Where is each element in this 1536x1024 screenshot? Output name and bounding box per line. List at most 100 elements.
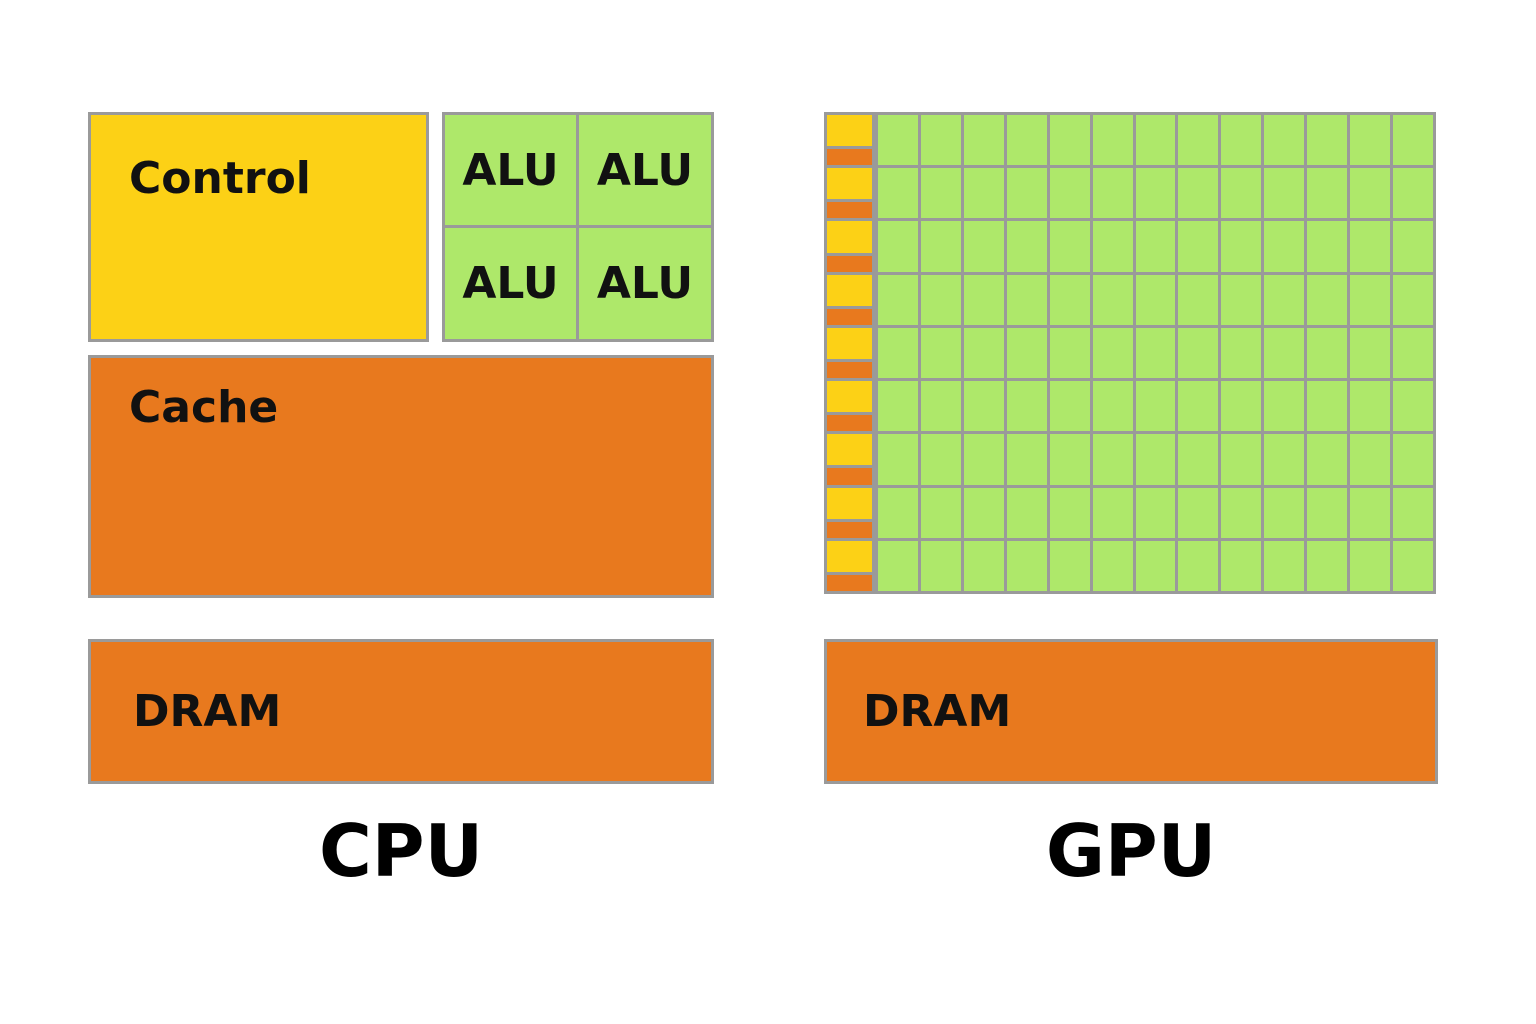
cpu-alu-1: ALU xyxy=(442,112,579,228)
gpu-alu-cell xyxy=(1178,434,1219,485)
gpu-alu-cell xyxy=(1264,115,1305,166)
gpu-alu-cell xyxy=(1178,540,1219,591)
gpu-alu-cell xyxy=(1350,221,1391,272)
gpu-alu-cell xyxy=(1092,487,1133,538)
gpu-alu-cell xyxy=(963,221,1004,272)
gpu-alu-cell xyxy=(1221,115,1262,166)
gpu-alu-cell xyxy=(920,168,961,219)
gpu-alu-cell xyxy=(963,434,1004,485)
cpu-control-block: Control xyxy=(88,112,429,342)
gpu-alu-cell xyxy=(1393,327,1433,379)
gpu-alu-cell xyxy=(1178,274,1219,325)
gpu-alu-cell xyxy=(1006,434,1047,485)
gpu-alu-cell xyxy=(1350,168,1391,219)
gpu-alu-cell xyxy=(1135,327,1176,379)
gpu-alu-cell xyxy=(1006,327,1047,379)
gpu-alu-cell xyxy=(1178,327,1219,379)
gpu-control-cell xyxy=(827,274,872,306)
gpu-alu-cell xyxy=(1092,327,1133,379)
gpu-alu-cell xyxy=(1221,381,1262,432)
gpu-alu-cell xyxy=(878,274,918,325)
gpu-alu-cell xyxy=(1092,115,1133,166)
gpu-alu-cell xyxy=(1006,221,1047,272)
gpu-alu-cell xyxy=(1049,327,1090,379)
gpu-alu-cell xyxy=(963,274,1004,325)
gpu-alu-cell xyxy=(1307,327,1348,379)
gpu-alu-cell xyxy=(1393,168,1433,219)
gpu-alu-cell xyxy=(1006,274,1047,325)
cpu-alu-4: ALU xyxy=(576,225,714,342)
gpu-alu-cell xyxy=(1350,327,1391,379)
gpu-alu-cell xyxy=(1350,274,1391,325)
gpu-alu-cell xyxy=(1221,221,1262,272)
gpu-alu-cell xyxy=(1393,487,1433,538)
gpu-alu-cell xyxy=(920,540,961,591)
gpu-alu-cell xyxy=(1092,168,1133,219)
cpu-dram-block: DRAM xyxy=(88,639,714,784)
gpu-control-cell xyxy=(827,168,872,200)
gpu-alu-cell xyxy=(1135,381,1176,432)
gpu-alu-cell xyxy=(1135,540,1176,591)
gpu-dram-block: DRAM xyxy=(824,639,1438,784)
gpu-alu-cell xyxy=(920,381,961,432)
gpu-alu-cell xyxy=(1135,115,1176,166)
gpu-alu-cell xyxy=(1006,540,1047,591)
gpu-cache-cell xyxy=(827,468,872,485)
gpu-cache-cell xyxy=(827,362,872,379)
gpu-alu-cell xyxy=(1264,221,1305,272)
gpu-alu-cell xyxy=(1350,540,1391,591)
gpu-alu-cell xyxy=(1049,274,1090,325)
gpu-alu-cell xyxy=(1049,168,1090,219)
gpu-alu-cell xyxy=(1092,540,1133,591)
gpu-alu-cell xyxy=(1178,168,1219,219)
gpu-alu-cell xyxy=(1135,274,1176,325)
gpu-alu-cell xyxy=(1307,115,1348,166)
gpu-alu-cell xyxy=(1092,434,1133,485)
gpu-dram-label: DRAM xyxy=(863,686,1012,737)
gpu-caption: GPU xyxy=(1045,809,1217,893)
gpu-alu-cell xyxy=(1006,487,1047,538)
gpu-alu-cell xyxy=(1350,381,1391,432)
gpu-control-cell xyxy=(827,381,872,413)
gpu-control-cell xyxy=(827,115,872,147)
gpu-alu-cell xyxy=(1264,274,1305,325)
gpu-control-cell xyxy=(827,487,872,519)
gpu-alu-cell xyxy=(1350,487,1391,538)
gpu-alu-cell xyxy=(1307,168,1348,219)
gpu-alu-cell xyxy=(1006,115,1047,166)
gpu-alu-cell xyxy=(963,115,1004,166)
gpu-alu-cell xyxy=(1092,274,1133,325)
gpu-control-cell xyxy=(827,327,872,359)
gpu-alu-cell xyxy=(1135,221,1176,272)
gpu-cache-cell xyxy=(827,521,872,538)
gpu-alu-cell xyxy=(1221,434,1262,485)
gpu-alu-cell xyxy=(1221,274,1262,325)
cpu-cache-label: Cache xyxy=(129,382,279,433)
cpu-cache-block: Cache xyxy=(88,355,714,598)
gpu-alu-cell xyxy=(1264,540,1305,591)
gpu-alu-cell xyxy=(920,115,961,166)
cpu-dram-label: DRAM xyxy=(133,686,282,737)
gpu-alu-cell xyxy=(1049,540,1090,591)
gpu-alu-cell xyxy=(1350,434,1391,485)
gpu-alu-cell xyxy=(878,115,918,166)
gpu-alu-cell xyxy=(1393,434,1433,485)
gpu-alu-cell xyxy=(1178,381,1219,432)
gpu-control-cell xyxy=(827,540,872,572)
gpu-alu-cell xyxy=(1307,434,1348,485)
gpu-alu-cell xyxy=(1264,381,1305,432)
gpu-alu-cell xyxy=(920,274,961,325)
gpu-alu-cell xyxy=(963,540,1004,591)
gpu-cache-cell xyxy=(827,202,872,219)
cpu-caption: CPU xyxy=(318,809,484,893)
gpu-alu-cell xyxy=(1393,221,1433,272)
gpu-alu-cell xyxy=(1135,434,1176,485)
gpu-cache-cell xyxy=(827,574,872,591)
cpu-alu-3: ALU xyxy=(442,225,579,342)
gpu-alu-cell xyxy=(1221,168,1262,219)
gpu-alu-cell xyxy=(1178,487,1219,538)
gpu-alu-cell xyxy=(1135,168,1176,219)
gpu-alu-cell xyxy=(920,487,961,538)
gpu-alu-cell xyxy=(920,327,961,379)
gpu-alu-cell xyxy=(1350,115,1391,166)
